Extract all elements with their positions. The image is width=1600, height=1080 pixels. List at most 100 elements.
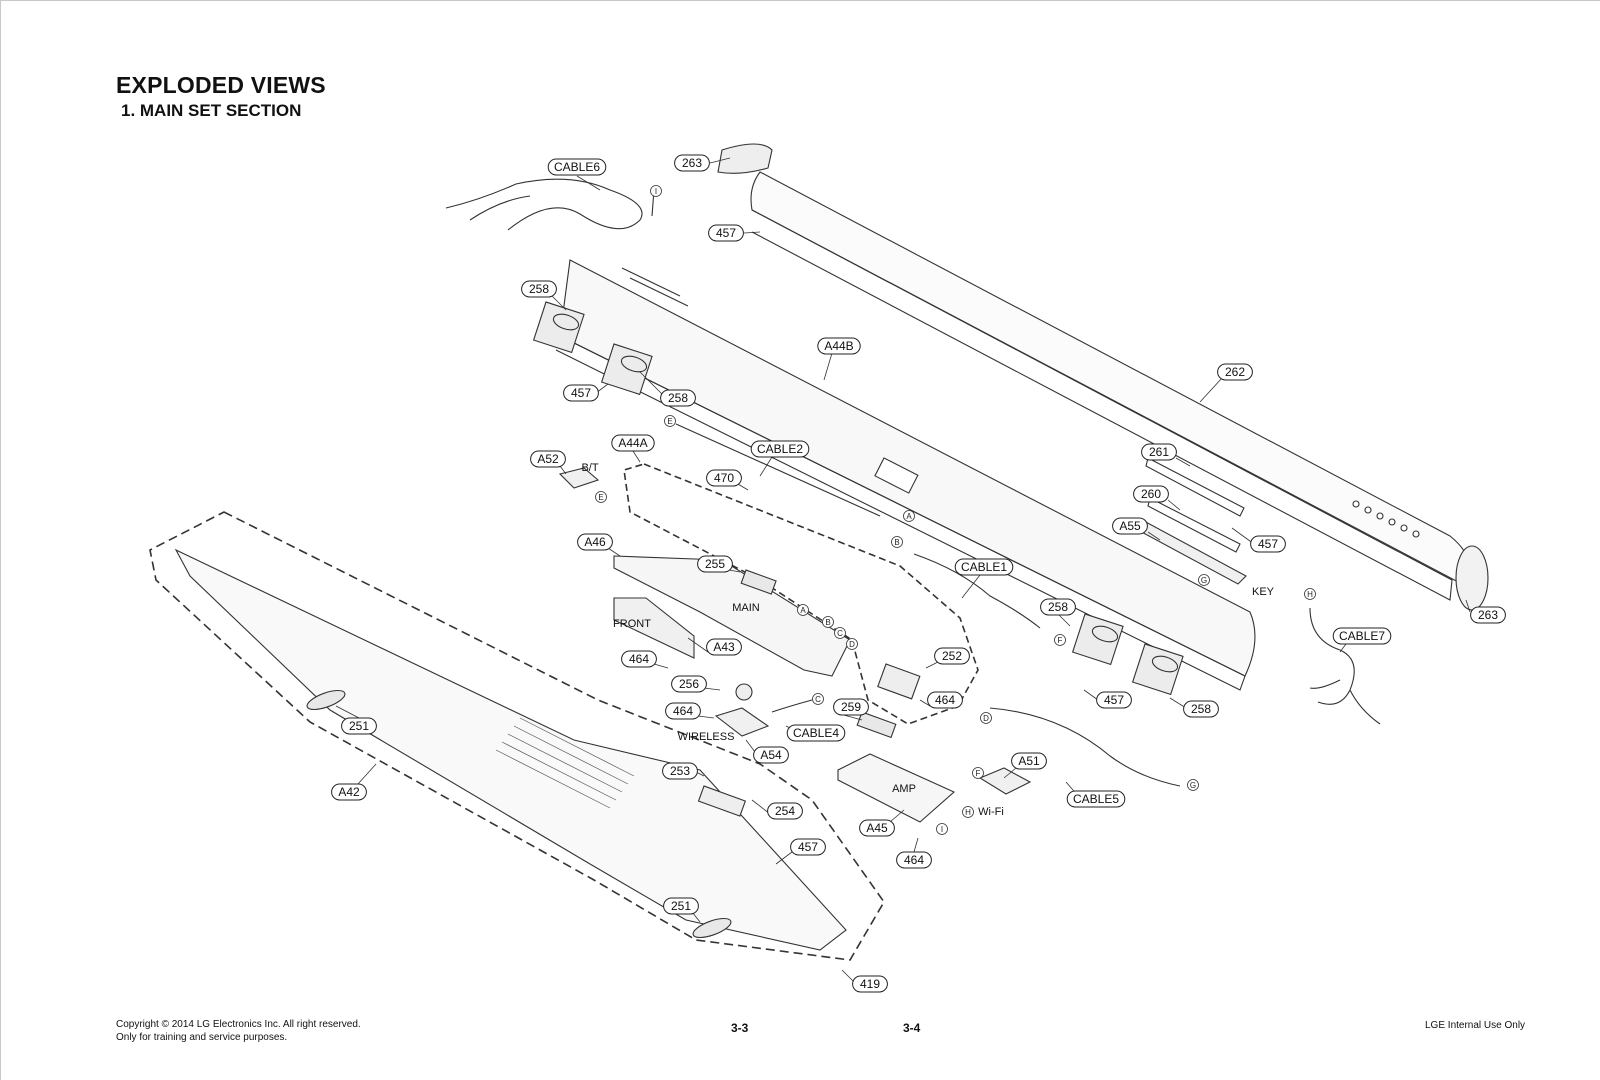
page-border-left (0, 0, 1, 1080)
callout-464: 464 (896, 851, 932, 869)
callout-text: 258 (529, 282, 549, 296)
connector-letter: F (1058, 636, 1063, 645)
connector-letter: G (1201, 576, 1207, 585)
leader-line (737, 483, 749, 491)
part-label-main: MAIN (732, 602, 760, 614)
callout-251: 251 (663, 897, 699, 915)
leader-line (1231, 527, 1255, 545)
callout-text: A44B (824, 339, 853, 353)
base-a42-body (174, 548, 847, 951)
callout-457: 457 (790, 838, 826, 856)
callout-251: 251 (341, 717, 377, 735)
callout-text: 258 (668, 391, 688, 405)
callout-text: A51 (1018, 754, 1040, 768)
callout-text: 457 (1258, 537, 1278, 551)
bt-module-a52 (558, 467, 600, 489)
leader-line (913, 837, 919, 853)
footer-internal-use: LGE Internal Use Only (1425, 1020, 1526, 1031)
cable5-wire (989, 707, 1181, 787)
callout-text: 255 (705, 557, 725, 571)
callout-a44a: A44A (611, 434, 655, 452)
callout-259: 259 (833, 698, 869, 716)
connector-marker: I (936, 823, 948, 835)
callout-464: 464 (665, 702, 701, 720)
leader-line (919, 699, 931, 707)
leader-line (697, 715, 715, 719)
connector-marker: I (650, 185, 662, 197)
key-bracket-261 (1145, 457, 1245, 517)
leader-line (551, 295, 567, 311)
leader-line (639, 371, 665, 397)
connector-marker: E (664, 415, 676, 427)
callout-text: A46 (584, 535, 606, 549)
leader-line (925, 661, 939, 669)
connector-letter: A (800, 606, 806, 615)
leader-line (709, 157, 731, 164)
callout-text: 252 (942, 649, 962, 663)
base-a42-dashed-outline (149, 511, 885, 961)
connector-marker: C (812, 693, 824, 705)
callout-258: 258 (660, 389, 696, 407)
callout-text: 464 (935, 693, 955, 707)
callout-a43: A43 (706, 638, 742, 656)
leader-line (728, 569, 741, 573)
callout-text: 258 (1048, 600, 1068, 614)
page-number-right: 3-4 (903, 1021, 921, 1035)
part-256 (735, 683, 753, 701)
top-cover-262 (750, 171, 1470, 601)
callout-256: 256 (671, 675, 707, 693)
callout-258: 258 (1183, 700, 1219, 718)
part-label-amp: AMP (892, 783, 916, 795)
connector-letter: E (598, 493, 603, 502)
callout-cable7: CABLE7 (1332, 627, 1392, 645)
leader-line (687, 637, 709, 653)
callout-text: A52 (537, 452, 559, 466)
callout-a44b: A44B (817, 337, 861, 355)
chassis-a44a-outline (623, 463, 979, 725)
connector-marker: C (834, 627, 846, 639)
connector-marker: A (903, 510, 915, 522)
connector-letter: C (815, 695, 821, 704)
callout-261: 261 (1141, 443, 1177, 461)
main-housing-a44b (555, 259, 1256, 691)
callout-text: A42 (338, 785, 360, 799)
leader-line (961, 574, 981, 599)
callout-cable2: CABLE2 (750, 440, 810, 458)
foot-251-right (692, 917, 732, 939)
connector-marker: H (1304, 588, 1316, 600)
cable6-harness (445, 178, 655, 231)
callout-text: 457 (571, 386, 591, 400)
callout-263: 263 (1470, 606, 1506, 624)
leader-line (823, 352, 833, 381)
footer-copyright-block: Copyright © 2014 LG Electronics Inc. All… (116, 1018, 361, 1044)
part-label-bt: B/T (581, 462, 598, 474)
page-title: EXPLODED VIEWS (116, 72, 326, 98)
cable2-wire (675, 423, 881, 517)
wireless-board-a54 (714, 707, 770, 737)
callout-258: 258 (521, 280, 557, 298)
front-board-a43 (613, 597, 695, 659)
callout-a52: A52 (530, 450, 566, 468)
connector-letter: H (965, 808, 971, 817)
callout-a54: A54 (753, 746, 789, 764)
callout-a46: A46 (577, 533, 613, 551)
callout-text: A44A (618, 436, 647, 450)
part-label-wireless: WIRELESS (678, 731, 735, 743)
speaker-258-a (532, 301, 585, 354)
callout-457: 457 (1096, 691, 1132, 709)
part-label-front: FRONT (613, 618, 651, 630)
callout-text: CABLE2 (757, 442, 803, 456)
connector-marker: D (846, 638, 858, 650)
callout-cable6: CABLE6 (547, 158, 607, 176)
pad-255 (740, 569, 777, 595)
callout-255: 255 (697, 555, 733, 573)
leader-line (743, 231, 761, 234)
connector-letter: D (849, 640, 855, 649)
connector-marker: F (1054, 634, 1066, 646)
leader-line (653, 663, 669, 669)
bracket-254 (697, 785, 747, 817)
callout-text: 457 (798, 840, 818, 854)
callout-text: A54 (760, 748, 782, 762)
callout-text: CABLE1 (961, 560, 1007, 574)
